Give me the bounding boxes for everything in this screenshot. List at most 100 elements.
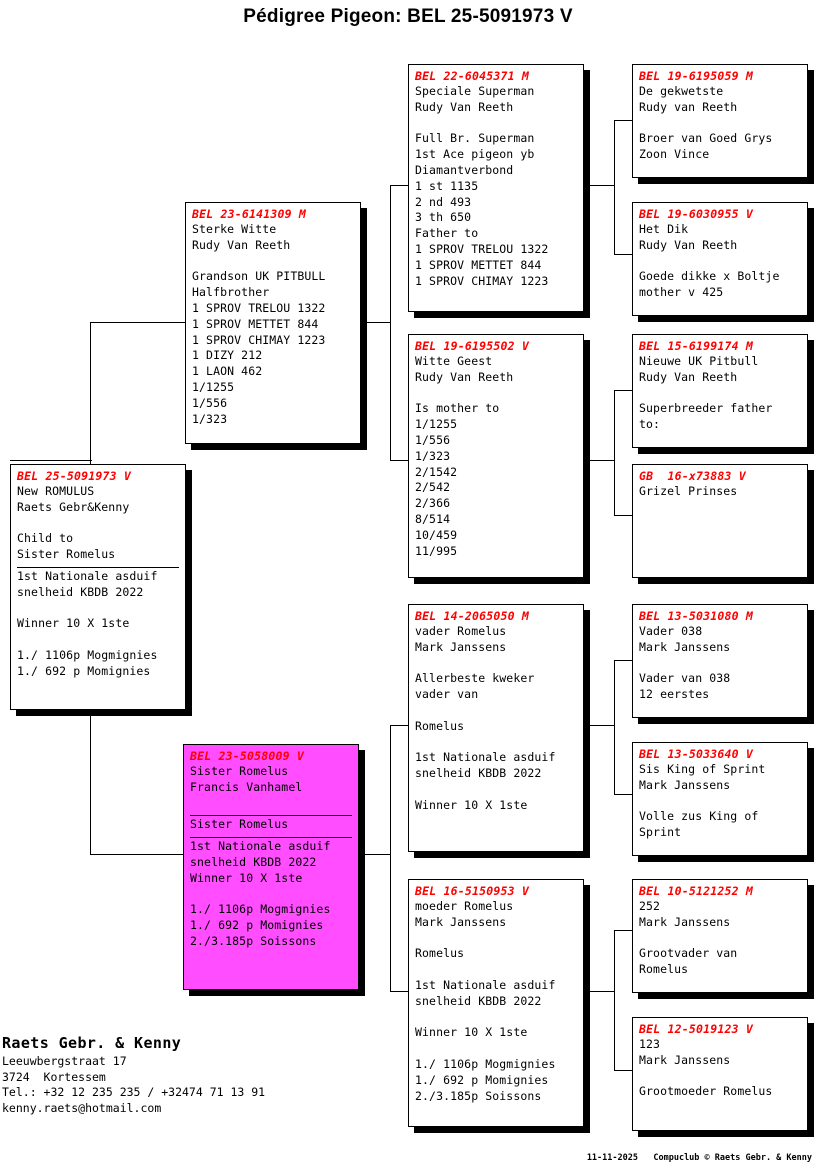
connector-gp1-stub (580, 185, 615, 186)
pedigree-line (17, 516, 179, 532)
pedigree-line: Winner 10 X 1ste (190, 870, 303, 885)
pedigree-line: snelheid KBDB 2022 (415, 766, 542, 781)
pedigree-line: moeder Romelus (415, 899, 514, 913)
pedigree-line: Grandson UK PITBULL (192, 269, 326, 284)
pedigree-line (415, 116, 577, 132)
breeder-city: 3724 Kortessem (2, 1069, 106, 1084)
footer-copyright: 11-11-2025 Compuclub © Raets Gebr. & Ken… (430, 1140, 812, 1176)
pedigree-line: 1st Ace pigeon yb (415, 147, 535, 162)
ring-number: BEL 23-5058009 V (190, 749, 304, 763)
pedigree-line: 2./3.185p Soissons (415, 1088, 542, 1103)
connector-to-ggp8 (614, 1070, 636, 1071)
pedigree-line: 1./ 692 p Momignies (17, 663, 151, 678)
pedigree-line: 1st Nationale asduif (415, 977, 556, 992)
pedigree-line: 1./ 1106p Mogmignies (415, 1056, 556, 1071)
ring-number: BEL 13-5031080 M (639, 609, 753, 623)
pedigree-line (415, 1041, 577, 1057)
pedigree-line: Halfbrother (192, 285, 270, 300)
pedigree-line (415, 782, 577, 798)
connector-to-gp4 (390, 991, 412, 992)
pedigree-line: Rudy Van Reeth (192, 237, 291, 252)
pedigree-line: 1 SPROV CHIMAY 1223 (192, 332, 326, 347)
ring-number: BEL 16-5150953 V (415, 884, 529, 898)
pedigree-line: Child to (17, 531, 74, 546)
pedigree-line: Mark Janssens (639, 777, 731, 792)
pedigree-line: Rudy van Reeth (639, 99, 738, 114)
pedigree-line: Romelus (639, 962, 689, 977)
pedigree-line: 10/459 (415, 527, 458, 542)
pedigree-line: Rudy Van Reeth (415, 99, 514, 114)
connector-gp2-stub (580, 460, 615, 461)
pedigree-line: 1/556 (415, 432, 451, 447)
pedigree-line: Mark Janssens (639, 914, 731, 929)
pedigree-line: Goede dikke x Boltje (639, 269, 780, 284)
ring-number: GB 16-x73883 V (639, 469, 746, 483)
footer-date: 11-11-2025 (586, 1153, 638, 1163)
pedigree-line (415, 931, 577, 947)
connector-to-sire (90, 322, 185, 323)
pedigree-line (190, 796, 352, 812)
pedigree-line: Sister Romelus (190, 764, 289, 778)
pedigree-line: 11/995 (415, 543, 458, 558)
ring-number: BEL 22-6045371 M (415, 69, 529, 83)
pedigree-line: 123 (639, 1037, 661, 1051)
pedigree-line: 1/1255 (415, 417, 458, 432)
pedigree-line: 2 nd 493 (415, 194, 472, 209)
pedigree-line: Zoon Vince (639, 147, 710, 162)
pedigree-line: 1./ 1106p Mogmignies (17, 647, 158, 662)
pedigree-line (415, 656, 577, 672)
connector-gp1-spine (614, 120, 615, 254)
pedigree-line: 2/366 (415, 496, 451, 511)
pedigree-line: 1/323 (192, 411, 228, 426)
pedigree-line (415, 386, 577, 402)
pedigree-line: Sterke Witte (192, 222, 277, 236)
pedigree-line: Broer van Goed Grys (639, 131, 773, 146)
pedigree-line: Volle zus King of (639, 809, 759, 824)
connector-gp3-stub (580, 725, 615, 726)
pedigree-line (415, 735, 577, 751)
pedigree-line: snelheid KBDB 2022 (415, 993, 542, 1008)
pedigree-line (639, 656, 801, 672)
pedigree-box-greatgrandparent-4[interactable]: GB 16-x73883 V Grizel Prinses (632, 464, 808, 578)
pedigree-line: Raets Gebr&Kenny (17, 499, 130, 514)
connector-to-gp3 (390, 725, 412, 726)
pedigree-line: Vader 038 (639, 624, 703, 638)
pedigree-line (190, 887, 352, 903)
ring-number: BEL 14-2065050 M (415, 609, 529, 623)
pedigree-line: 1 DIZY 212 (192, 348, 263, 363)
connector-dam-spine (390, 725, 391, 991)
pedigree-line: Het Dik (639, 222, 689, 236)
pedigree-line: Diamantverbond (415, 162, 514, 177)
pedigree-line: Mark Janssens (639, 639, 731, 654)
pedigree-line: Superbreeder father (639, 401, 773, 416)
pedigree-line (17, 632, 179, 648)
pedigree-line: 1st Nationale asduif (415, 750, 556, 765)
pedigree-line: 1 SPROV CHIMAY 1223 (415, 273, 549, 288)
ring-number: BEL 15-6199174 M (639, 339, 753, 353)
pedigree-line: 1 SPROV METTET 844 (415, 257, 542, 272)
pedigree-line: 2/542 (415, 480, 451, 495)
pedigree-line: 1 SPROV TRELOU 1322 (415, 241, 549, 256)
pedigree-line (639, 386, 801, 402)
